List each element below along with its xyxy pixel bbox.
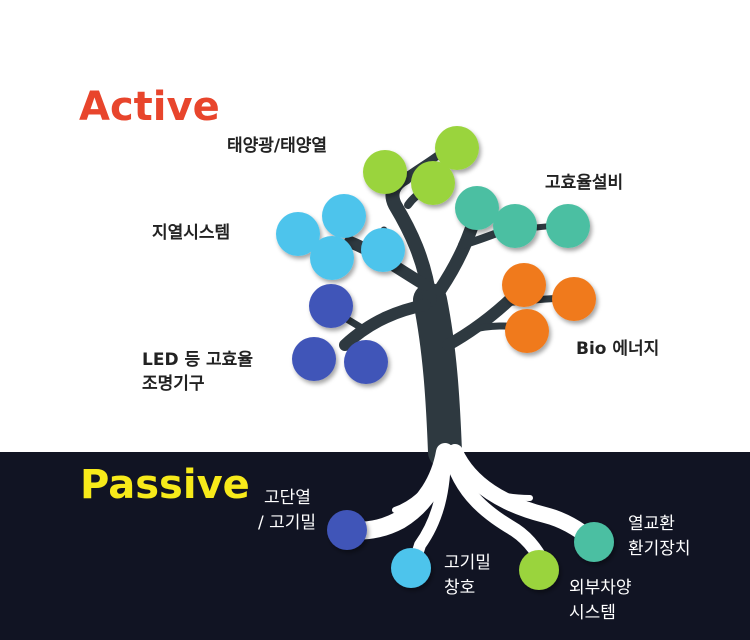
label-led: LED 등 고효율 조명기구 bbox=[142, 348, 253, 396]
tree-roots bbox=[343, 443, 600, 575]
label-efficiency-equipment: 고효율설비 bbox=[545, 173, 624, 193]
label-window-line2: 창호 bbox=[444, 578, 476, 598]
leaf-circle bbox=[344, 340, 388, 384]
leaf-circle bbox=[552, 277, 596, 321]
leaf-cluster-bio bbox=[502, 263, 596, 353]
leaf-circle bbox=[546, 204, 590, 248]
leaf-circle bbox=[435, 126, 479, 170]
leaf-circle bbox=[493, 204, 537, 248]
label-shading-line1: 외부차양 bbox=[569, 578, 632, 598]
leaf-circle bbox=[292, 337, 336, 381]
root-nodes bbox=[327, 510, 614, 590]
label-led-line1: LED 등 고효율 bbox=[142, 350, 253, 370]
root-node-window bbox=[391, 548, 431, 588]
ground-band bbox=[0, 452, 750, 640]
leaf-circle bbox=[502, 263, 546, 307]
passive-title: Passive bbox=[80, 462, 250, 508]
leaf-circle bbox=[411, 161, 455, 205]
leaf-circle bbox=[310, 236, 354, 280]
leaf-circle bbox=[276, 212, 320, 256]
label-solar: 태양광/태양열 bbox=[227, 136, 328, 156]
root-node-hrv bbox=[574, 522, 614, 562]
label-insulation: 고단열 / 고기밀 bbox=[258, 486, 316, 536]
leaf-circle bbox=[505, 309, 549, 353]
active-title: Active bbox=[79, 84, 220, 130]
leaf-circle bbox=[363, 150, 407, 194]
leaf-cluster-geothermal bbox=[276, 194, 405, 280]
root-node-insulation bbox=[327, 510, 367, 550]
label-insulation-line2: / 고기밀 bbox=[258, 513, 317, 533]
label-insulation-line1: 고단열 bbox=[264, 488, 311, 508]
leaf-circle bbox=[361, 228, 405, 272]
leaf-circle bbox=[322, 194, 366, 238]
label-hrv-line1: 열교환 bbox=[628, 514, 675, 534]
leaf-cluster-efficiency bbox=[455, 186, 590, 248]
root-node-shading bbox=[519, 550, 559, 590]
leaf-cluster-led bbox=[292, 284, 388, 384]
leaf-circle bbox=[309, 284, 353, 328]
label-hrv-line2: 환기장치 bbox=[628, 539, 691, 559]
label-led-line2: 조명기구 bbox=[142, 374, 205, 394]
label-window: 고기밀 창호 bbox=[444, 551, 491, 601]
label-bio: Bio 에너지 bbox=[576, 339, 660, 359]
leaf-circle bbox=[455, 186, 499, 230]
label-shading: 외부차양 시스템 bbox=[569, 576, 632, 626]
label-geothermal: 지열시스템 bbox=[152, 223, 231, 243]
label-shading-line2: 시스템 bbox=[569, 603, 616, 623]
label-hrv: 열교환 환기장치 bbox=[628, 512, 691, 562]
label-window-line1: 고기밀 bbox=[444, 553, 491, 573]
leaf-cluster-solar bbox=[363, 126, 479, 205]
